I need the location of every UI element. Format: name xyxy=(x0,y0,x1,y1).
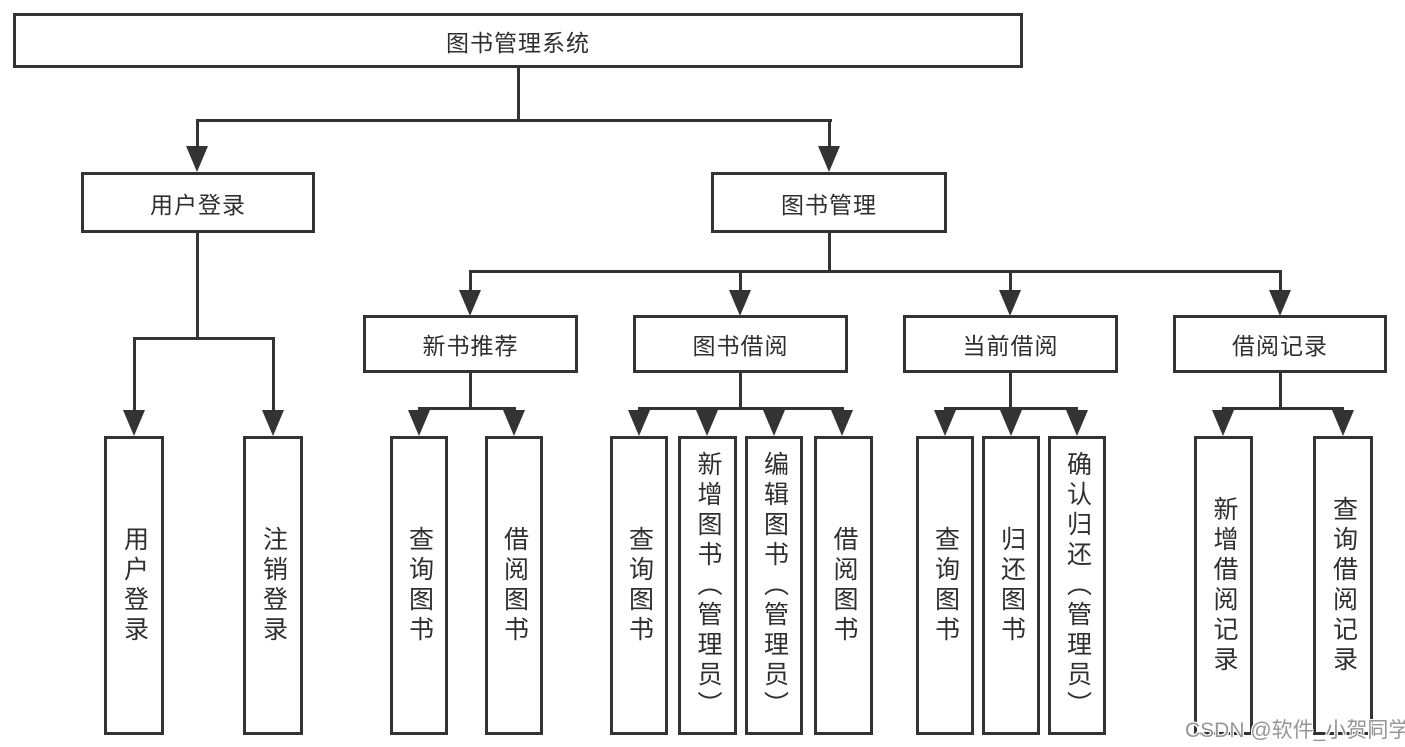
leaf-label: 新增图书（管理员） xyxy=(694,450,722,721)
leaf-add-books-admin: 新增图书（管理员） xyxy=(678,436,737,735)
node-new-book-recommendation: 新书推荐 xyxy=(363,315,578,373)
node-book-borrowing: 图书借阅 xyxy=(633,315,848,373)
leaf-logout-login: 注销登录 xyxy=(243,436,303,735)
node-label: 借阅记录 xyxy=(1232,333,1328,359)
leaf-query-books-recommend: 查询图书 xyxy=(390,436,448,735)
leaf-return-books: 归还图书 xyxy=(982,436,1040,735)
connector-line xyxy=(828,233,831,272)
connector-line xyxy=(469,373,472,410)
node-current-borrowing: 当前借阅 xyxy=(903,315,1118,373)
leaf-borrow-books-recommend: 借阅图书 xyxy=(485,436,543,735)
arrow-down-icon xyxy=(1066,410,1088,436)
arrow-down-icon xyxy=(1269,290,1291,316)
leaf-label: 借阅图书 xyxy=(500,525,529,646)
leaf-label: 查询图书 xyxy=(625,525,654,646)
node-label: 图书借阅 xyxy=(692,333,789,359)
leaf-label: 注销登录 xyxy=(259,525,288,646)
connector-line xyxy=(133,337,136,413)
connector-line xyxy=(739,373,742,410)
leaf-label: 归还图书 xyxy=(997,525,1026,646)
csdn-watermark: CSDN @软件_小贺同学 xyxy=(1185,719,1405,742)
leaf-user-login: 用户登录 xyxy=(104,436,164,735)
leaf-label: 查询借阅记录 xyxy=(1329,495,1358,676)
leaf-label: 借阅图书 xyxy=(830,525,858,646)
arrow-down-icon xyxy=(934,410,956,436)
arrow-down-icon xyxy=(818,146,840,172)
connector-line xyxy=(196,119,199,151)
leaf-query-books-borrow: 查询图书 xyxy=(610,436,668,735)
arrow-down-icon xyxy=(1212,410,1234,436)
leaf-edit-books-admin: 编辑图书（管理员） xyxy=(745,436,803,735)
arrow-down-icon xyxy=(729,290,751,316)
connector-line xyxy=(1222,407,1344,410)
connector-line xyxy=(1279,270,1282,296)
leaf-add-borrow-record: 新增借阅记录 xyxy=(1194,436,1253,735)
node-book-management: 图书管理 xyxy=(711,172,947,233)
connector-line xyxy=(1279,373,1282,410)
arrow-down-icon xyxy=(408,410,430,436)
node-label: 用户登录 xyxy=(150,191,246,218)
arrow-down-icon xyxy=(999,290,1021,316)
connector-line xyxy=(469,270,472,296)
leaf-borrow-books: 借阅图书 xyxy=(814,436,873,735)
connector-line xyxy=(739,270,742,296)
arrow-down-icon xyxy=(503,410,525,436)
arrow-down-icon xyxy=(262,410,284,436)
node-label: 图书管理系统 xyxy=(446,29,590,56)
node-label: 新书推荐 xyxy=(422,333,519,359)
node-library-management-system: 图书管理系统 xyxy=(13,13,1023,68)
connector-line xyxy=(1009,373,1012,410)
leaf-confirm-return-admin: 确认归还（管理员） xyxy=(1048,436,1106,735)
arrow-down-icon xyxy=(628,410,650,436)
arrow-down-icon xyxy=(763,410,785,436)
leaf-query-borrow-record: 查询借阅记录 xyxy=(1313,436,1373,735)
leaf-label: 确认归还（管理员） xyxy=(1063,450,1092,721)
leaf-label: 用户登录 xyxy=(120,525,149,646)
leaf-label: 查询图书 xyxy=(931,525,960,646)
arrow-down-icon xyxy=(123,410,145,436)
node-label: 图书管理 xyxy=(781,191,877,218)
leaf-label: 编辑图书（管理员） xyxy=(760,450,789,721)
connector-line xyxy=(828,119,831,151)
arrow-down-icon xyxy=(186,146,208,172)
connector-line xyxy=(418,407,516,410)
connector-line xyxy=(196,233,199,339)
connector-line xyxy=(197,119,832,122)
arrow-down-icon xyxy=(831,410,853,436)
connector-line xyxy=(517,68,520,120)
arrow-down-icon xyxy=(1332,410,1354,436)
arrow-down-icon xyxy=(696,410,718,436)
connector-line xyxy=(469,270,1282,273)
leaf-label: 查询图书 xyxy=(405,525,434,646)
node-label: 当前借阅 xyxy=(962,333,1059,359)
leaf-query-books-current: 查询图书 xyxy=(916,436,974,735)
connector-line xyxy=(272,337,275,413)
connector-line xyxy=(1009,270,1012,296)
arrow-down-icon xyxy=(459,290,481,316)
leaf-label: 新增借阅记录 xyxy=(1210,495,1238,676)
connector-line xyxy=(133,337,275,340)
node-borrowing-records: 借阅记录 xyxy=(1173,315,1387,373)
connector-line xyxy=(638,407,844,410)
arrow-down-icon xyxy=(1000,410,1022,436)
node-user-login: 用户登录 xyxy=(81,172,315,233)
connector-line xyxy=(944,407,1078,410)
